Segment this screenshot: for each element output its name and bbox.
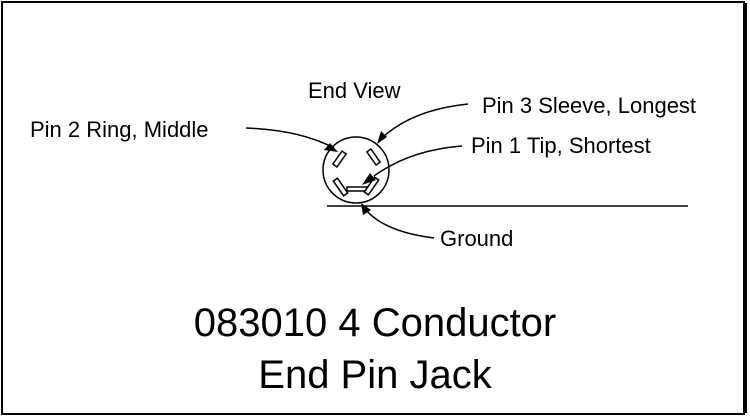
pin3-leader-line [379,103,469,141]
pin3-label: Pin 3 Sleeve, Longest [482,93,697,118]
frame-shadow [744,3,747,413]
part-number-title: 083010 4 Conductor [193,301,557,345]
ground-arrowhead [361,203,371,215]
pin2-label: Pin 2 Ring, Middle [30,117,209,142]
pin1-leader-line [373,145,463,177]
part-name-title: End Pin Jack [258,353,492,397]
ground-slot-left [332,177,349,197]
pin3-arrowhead [377,131,387,144]
pin1-label: Pin 1 Tip, Shortest [471,133,651,158]
jack-body-outline [322,136,390,204]
ground-label: Ground [440,226,514,251]
ground-leader-line [365,209,435,239]
pin2-slot [331,149,348,169]
end-view-label: End View [308,78,401,103]
pin3-slot [365,147,382,167]
pin2-leader-line [245,127,335,149]
ground-slot-right [363,176,380,196]
pin1-arrowhead [362,173,376,185]
pin2-arrowhead [324,143,338,152]
